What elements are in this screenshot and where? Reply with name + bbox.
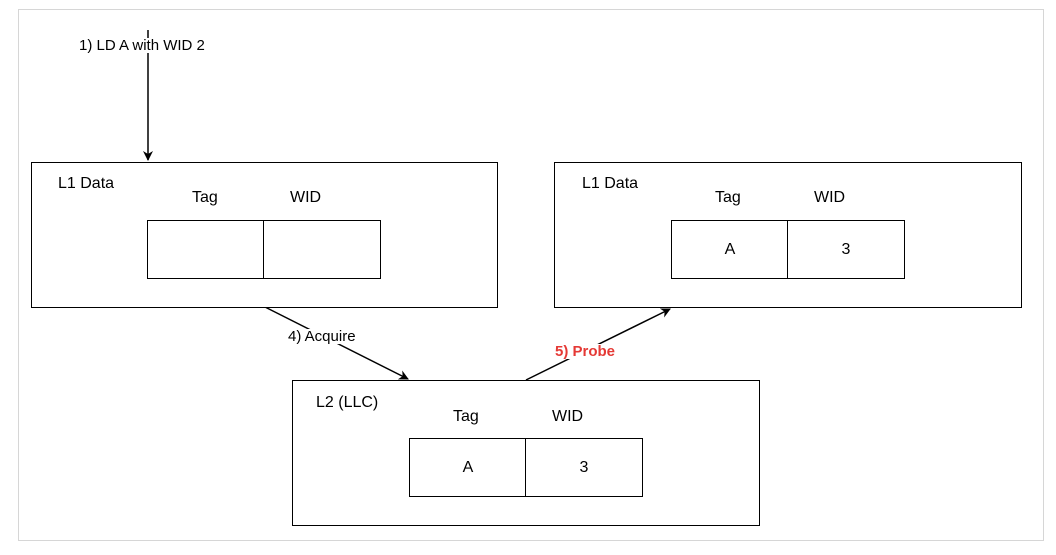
l1-right-wid-header: WID (814, 189, 846, 206)
l1-right-title: L1 Data (582, 175, 639, 192)
l1-right-tag-cell: A (671, 220, 789, 279)
acquire-label: 4) Acquire (287, 328, 357, 345)
l2-wid-cell: 3 (525, 438, 643, 497)
l1-left-tag-header: Tag (192, 189, 218, 206)
l1-right-wid-cell: 3 (787, 220, 905, 279)
l1-left-wid-cell (263, 220, 381, 279)
diagram-frame (18, 9, 1044, 541)
l1-left-title: L1 Data (58, 175, 115, 192)
l2-tag-cell: A (409, 438, 527, 497)
probe-label: 5) Probe (554, 343, 617, 360)
l2-title: L2 (LLC) (316, 394, 379, 411)
l2-tag-header: Tag (453, 408, 479, 425)
l1-left-wid-header: WID (290, 189, 322, 206)
l2-wid-header: WID (552, 408, 584, 425)
l1-left-tag-cell (147, 220, 265, 279)
load-step-label: 1) LD A with WID 2 (78, 37, 206, 54)
l1-right-tag-header: Tag (715, 189, 741, 206)
